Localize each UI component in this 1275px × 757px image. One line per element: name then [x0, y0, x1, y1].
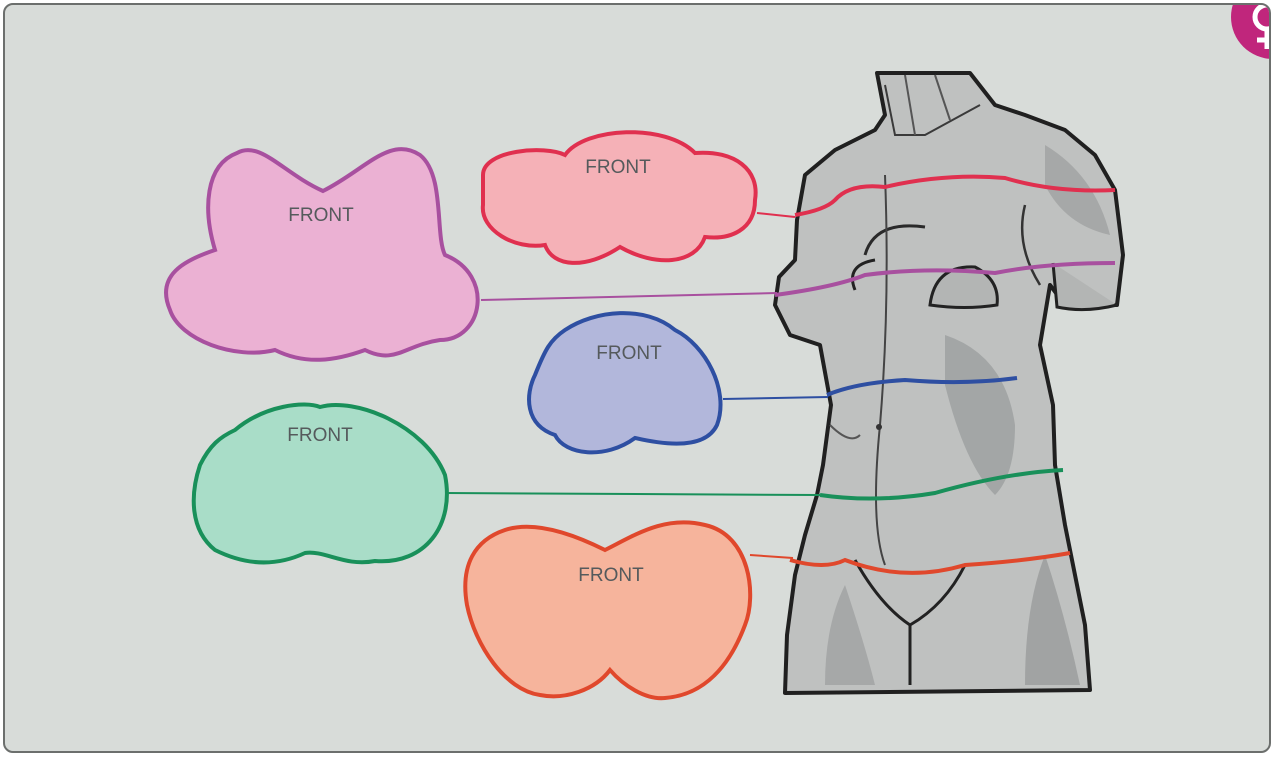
torso-cross-section-diagram: FRONT FRONT FRONT FRONT FRONT — [5, 5, 1271, 753]
waist-section-label: FRONT — [287, 425, 353, 446]
cross-section-ribcage: FRONT — [529, 313, 721, 452]
breast-section-shape — [166, 149, 478, 360]
female-symbol-badge — [1231, 5, 1271, 59]
ribcage-section-shape — [529, 313, 721, 452]
cross-section-hips: FRONT — [465, 522, 750, 698]
cross-section-breast: FRONT — [166, 149, 478, 360]
breast-section-label: FRONT — [288, 205, 354, 226]
hips-section-label: FRONT — [578, 565, 644, 586]
hips-section-shape — [465, 522, 750, 698]
ribcage-section-label: FRONT — [596, 343, 662, 364]
cross-section-chest: FRONT — [483, 132, 756, 263]
chest-section-shape — [483, 132, 756, 263]
cross-section-waist: FRONT — [194, 405, 447, 563]
chest-section-label: FRONT — [585, 157, 651, 178]
diagram-frame: FRONT FRONT FRONT FRONT FRONT — [3, 3, 1271, 753]
